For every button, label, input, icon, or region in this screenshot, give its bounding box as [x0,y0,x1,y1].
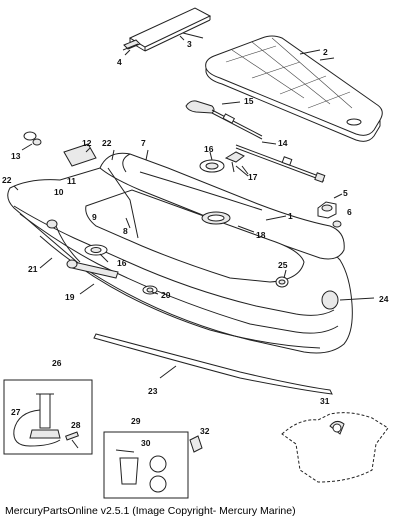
callout-16-upper: 16 [204,144,214,154]
oar-shaft [235,144,326,183]
foot-pump [13,393,61,447]
valve-cap [23,131,42,146]
callout-20: 20 [161,290,171,300]
callout-25: 25 [278,260,288,270]
callout-23: 23 [148,386,158,396]
callout-6: 6 [347,207,352,217]
callout-8: 8 [123,226,128,236]
callout-32: 32 [200,426,210,436]
callout-15: 15 [244,96,254,106]
oar [185,100,263,140]
drain-screw [332,220,342,228]
glue-tube [115,449,139,485]
handle-patch-lower [84,244,108,256]
callout-26: 26 [52,358,62,368]
leader-lines [13,35,375,379]
callout-1: 1 [288,211,293,221]
bow-logo [321,290,339,310]
callout-31: 31 [320,396,330,406]
drain-plug [189,435,203,453]
callout-27: 27 [11,407,21,417]
seat-bracket [122,39,141,51]
repair-patches [149,455,167,493]
callout-22-bow: 22 [2,175,12,185]
callout-28: 28 [71,420,81,430]
hose-adapter [65,431,79,449]
floor-panel [205,35,383,142]
lifeline-rope [139,171,263,211]
carry-bag [281,412,389,483]
callout-19: 19 [65,292,75,302]
callout-12: 12 [82,138,92,148]
drain-valve [317,201,337,219]
callout-18: 18 [256,230,266,240]
callout-21: 21 [28,264,38,274]
callout-30: 30 [141,438,151,448]
callout-labels: 1 2 3 4 5 6 7 8 9 10 11 12 13 14 15 16 1… [2,39,389,448]
callout-17: 17 [248,172,258,182]
seat-plank [128,7,212,52]
oarlock [224,151,245,173]
towing-ring [275,276,289,288]
callout-7: 7 [141,138,146,148]
image-caption: MercuryPartsOnline v2.5.1 (Image Copyrig… [5,505,296,517]
callout-16-lower: 16 [117,258,127,268]
callout-24: 24 [379,294,389,304]
callout-29: 29 [131,416,141,426]
callout-22-stern: 22 [102,138,112,148]
inflatable-hull [7,152,353,354]
handle-patch-upper [199,159,225,173]
grab-line [55,225,81,263]
callout-3: 3 [187,39,192,49]
callout-11: 11 [67,176,76,186]
callout-14: 14 [278,138,288,148]
repair-kit-box [103,431,189,499]
callout-4: 4 [117,57,122,67]
callout-13: 13 [11,151,21,161]
rub-strake [93,333,333,395]
callout-9: 9 [92,212,97,222]
logo-decal [66,259,119,279]
callout-2: 2 [323,47,328,57]
callout-5: 5 [343,188,348,198]
callout-10: 10 [54,187,64,197]
